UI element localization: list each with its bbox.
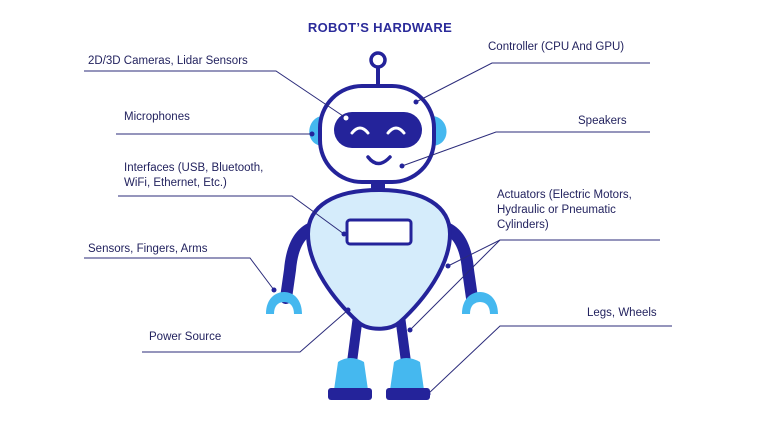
left-foot	[334, 358, 368, 390]
speakers-dot	[399, 163, 405, 169]
pointer-lines	[84, 62, 672, 395]
label-interfaces-line2: WiFi, Ethernet, Etc.)	[124, 177, 227, 189]
robot-body	[305, 187, 453, 331]
legs-wheels-dot	[425, 391, 431, 397]
actuators-dot-1	[445, 263, 451, 269]
sensors-dot	[271, 287, 277, 293]
interfaces-dot	[341, 231, 347, 237]
actuators-pointer-2	[409, 239, 501, 331]
right-eye	[386, 126, 406, 135]
chest-panel	[345, 218, 413, 246]
legs-wheels-pointer	[427, 325, 672, 395]
power-source-dot	[345, 307, 351, 313]
microphones-dot	[309, 131, 315, 137]
actuators-pointer-1	[447, 239, 660, 267]
robot-neck	[371, 182, 385, 190]
pointer-dots	[271, 99, 451, 397]
actuators-dot-2	[407, 327, 413, 333]
label-legs-wheels: Legs, Wheels	[587, 307, 657, 319]
label-interfaces: Interfaces (USB, Bluetooth, WiFi, Ethern…	[124, 161, 263, 191]
label-actuators-line1: Actuators (Electric Motors,	[497, 189, 632, 201]
label-interfaces-line1: Interfaces (USB, Bluetooth,	[124, 162, 264, 174]
antenna-ball	[369, 51, 387, 69]
label-actuators-line3: Cylinders)	[497, 219, 549, 231]
label-power-source: Power Source	[149, 331, 222, 343]
label-controller: Controller (CPU And GPU)	[488, 41, 625, 53]
cameras-pointer	[84, 70, 347, 119]
left-foot-sole	[328, 388, 372, 400]
label-actuators: Actuators (Electric Motors, Hydraulic or…	[497, 188, 632, 233]
sensors-pointer	[84, 257, 275, 291]
label-microphones: Microphones	[124, 111, 190, 123]
controller-dot	[413, 99, 419, 105]
left-eye	[350, 126, 370, 135]
controller-pointer	[415, 62, 650, 103]
label-cameras: 2D/3D Cameras, Lidar Sensors	[88, 55, 248, 67]
right-hand	[462, 292, 498, 314]
right-foot-sole	[386, 388, 430, 400]
cameras-dot	[343, 115, 349, 121]
left-hand	[266, 292, 302, 314]
robot-visor	[334, 112, 422, 148]
interfaces-pointer	[118, 195, 345, 235]
power-source-pointer	[142, 309, 349, 353]
right-foot	[390, 358, 424, 390]
speakers-pointer	[401, 131, 650, 167]
diagram-title: ROBOT’S HARDWARE	[307, 20, 453, 35]
right-ear	[433, 116, 447, 146]
robot-smile	[366, 155, 392, 166]
label-speakers: Speakers	[578, 115, 627, 127]
label-actuators-line2: Hydraulic or Pneumatic	[497, 204, 616, 216]
label-sensors-fingers-arms: Sensors, Fingers, Arms	[88, 243, 208, 255]
